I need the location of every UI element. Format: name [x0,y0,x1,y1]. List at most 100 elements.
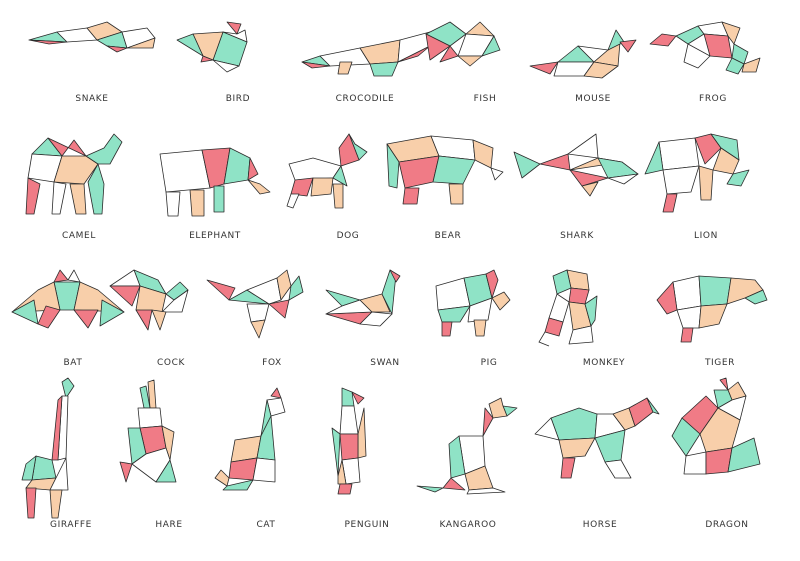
dog-facet [332,165,348,187]
dog-facet [288,157,342,181]
penguin-facet [339,405,359,435]
tiger-facet [744,289,768,305]
dog-facet [286,193,300,209]
animal-tile-frog: FROG [648,21,778,106]
animal-tile-kangaroo: KANGAROO [403,378,533,532]
animal-label-hare: HARE [155,520,183,530]
bear-facet [432,155,476,185]
fox-facet [268,299,290,319]
monkey-facet [548,293,570,323]
giraffe-origami-icon [21,377,75,519]
bird-facet [226,21,242,35]
shark-facet [607,173,639,185]
snake-origami-icon [28,21,156,53]
animal-label-fish: FISH [473,94,497,104]
dog-facet [332,183,344,209]
lion-facet [662,193,678,213]
cat-facet [228,457,258,481]
fish-origami-icon [425,21,501,67]
shark-facet [539,153,571,171]
snake-facet [106,45,128,53]
animal-tile-fish: FISH [420,21,550,106]
penguin-facet [341,387,355,407]
elephant-facet [213,185,225,213]
hare-facet [131,447,171,483]
animal-tile-penguin: PENGUIN [302,378,432,532]
bat-facet [11,299,39,325]
cat-facet [270,387,282,399]
animal-tile-giraffe: GIRAFFE [6,377,136,532]
lion-facet [658,137,700,171]
monkey-fold-line [538,331,550,347]
giraffe-facet [61,377,75,399]
animal-label-giraffe: GIRAFFE [50,520,92,530]
horse-facet [560,457,576,479]
animal-tile-swan: SWAN [320,269,450,370]
hare-facet [137,407,163,429]
fox-facet [206,279,236,301]
dog-origami-icon [286,133,368,209]
animal-tile-snake: SNAKE [27,21,157,106]
bear-facet [490,167,504,181]
bat-facet [53,269,69,283]
penguin-facet [337,483,353,495]
horse-facet [550,407,598,441]
frog-facet [741,57,761,73]
kangaroo-facet [488,397,508,419]
kangaroo-facet [466,487,506,495]
animal-tile-pig: PIG [424,269,554,370]
camel-facet [85,133,123,165]
animal-label-tiger: TIGER [704,358,736,368]
snake-facet [126,37,156,49]
penguin-facet [351,391,365,405]
animal-tile-monkey: MONKEY [538,269,669,370]
kangaroo-facet [416,485,444,493]
mouse-facet [583,61,619,79]
animal-label-crocodile: CROCODILE [335,94,395,104]
camel-facet [69,183,87,215]
elephant-facet [159,149,211,193]
animal-label-elephant: ELEPHANT [189,231,241,241]
animal-tile-cat: CAT [201,378,331,532]
giraffe-facet [25,487,37,519]
bird-facet [212,59,240,73]
lion-facet [698,165,714,201]
fish-facet [481,35,501,57]
camel-facet [25,177,41,215]
swan-facet [359,293,391,313]
bear-facet [472,139,494,169]
frog-facet [649,33,677,47]
tiger-facet [672,275,702,311]
camel-origami-icon [25,133,123,215]
bat-facet [73,309,99,329]
camel-facet [51,181,67,215]
fish-facet [457,55,483,67]
bear-facet [448,183,464,205]
giraffe-facet [21,455,37,481]
monkey-facet [568,287,590,305]
dog-facet [290,177,314,197]
elephant-facet [247,157,259,181]
mouse-facet [607,29,625,51]
animal-label-bear: BEAR [434,231,462,241]
cock-facet [109,285,141,307]
cock-facet [135,309,153,331]
animal-label-cat: CAT [256,520,276,530]
elephant-facet [189,189,205,217]
bat-facet [37,305,61,329]
animal-label-bat: BAT [63,358,83,368]
shark-facet [567,133,599,159]
elephant-facet [247,179,271,195]
camel-facet [47,137,87,157]
animal-label-monkey: MONKEY [582,358,626,368]
bear-facet [402,187,420,205]
dog-facet [338,133,360,167]
giraffe-facet [49,457,69,491]
animal-tile-hare: HARE [104,378,234,532]
monkey-origami-icon [538,269,598,347]
horse-facet [604,459,632,479]
swan-facet [389,269,401,283]
lion-facet [726,169,750,187]
animal-tile-fox: FOX [206,269,337,370]
